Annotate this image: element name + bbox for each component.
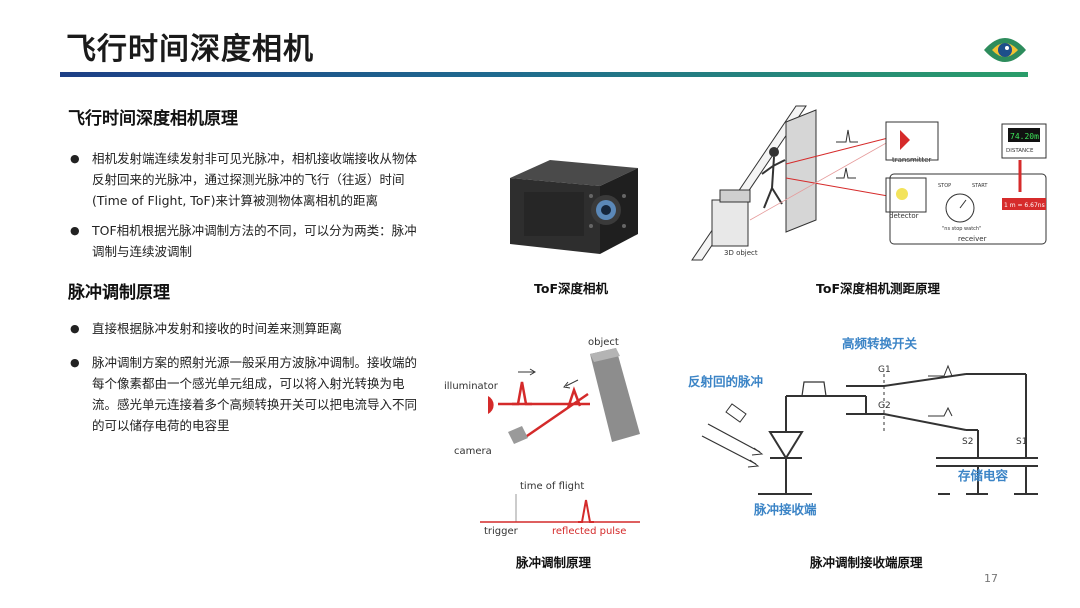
label-g2: G2 [878, 401, 891, 411]
bullet-text: 直接根据脉冲发射和接收的时间差来测算距离 [92, 321, 343, 336]
label-receiver: receiver [958, 235, 987, 243]
label-camera: camera [454, 446, 492, 457]
title-underline [60, 72, 1028, 77]
label-s1: S1 [1016, 437, 1027, 447]
label-g1: G1 [878, 365, 891, 375]
figure-caption-receiver: 脉冲调制接收端原理 [810, 555, 923, 570]
bullet-text: TOF相机根据光脉冲调制方法的不同，可以分为两类：脉冲调制与连续波调制 [92, 223, 417, 259]
tof-ranging-diagram: transmitter detector receiver STOP START… [691, 105, 1047, 261]
eye-logo-icon [984, 38, 1026, 62]
section-heading-principle: 飞行时间深度相机原理 [68, 109, 238, 129]
bullet-text: 脉冲调制方案的照射光源一般采用方波脉冲调制。接收端的每个像素都由一个感光单元组成… [92, 355, 418, 433]
section-heading-pulse: 脉冲调制原理 [68, 283, 170, 303]
label-detector: detector [889, 212, 919, 220]
display-distance-value: 74.20m [1010, 132, 1039, 141]
bullet-dot-icon: ● [70, 356, 80, 369]
bullet-item: ● 直接根据脉冲发射和接收的时间差来测算距离 [70, 318, 428, 339]
label-illuminator: illuminator [444, 381, 499, 392]
label-s2: S2 [962, 437, 973, 447]
label-watch: "ns stop watch" [942, 226, 981, 232]
label-reflected-pulse: reflected pulse [552, 526, 626, 537]
label-3d-object: 3D object [724, 249, 758, 257]
label-stop: STOP [938, 183, 951, 189]
label-object: object [588, 337, 619, 348]
label-conversion: 1 m = 6.67ns [1004, 202, 1045, 209]
bullet-item: ● TOF相机根据光脉冲调制方法的不同，可以分为两类：脉冲调制与连续波调制 [70, 220, 428, 262]
bullet-dot-icon: ● [70, 224, 80, 237]
label-time-of-flight: time of flight [520, 481, 584, 492]
label-trigger: trigger [484, 526, 519, 537]
bullet-dot-icon: ● [70, 322, 80, 335]
pulse-receiver-circuit-diagram: 高频转换开关 反射回的脉冲 G1 G2 S2 S1 存储电容 脉冲接收端 [688, 336, 1038, 517]
label-pulse-receiver: 脉冲接收端 [753, 502, 817, 517]
figure-caption-ranging: ToF深度相机测距原理 [816, 281, 940, 296]
pulse-modulation-diagram: object illuminator camera time of flight… [444, 337, 640, 537]
label-transmitter: transmitter [892, 156, 932, 164]
bullet-text: 相机发射端连续发射非可见光脉冲，相机接收端接收从物体反射回来的光脉冲，通过探测光… [92, 151, 418, 208]
page-number: 17 [984, 572, 998, 585]
bullet-item: ● 脉冲调制方案的照射光源一般采用方波脉冲调制。接收端的每个像素都由一个感光单元… [70, 352, 428, 436]
label-storage-capacitor: 存储电容 [957, 468, 1009, 483]
bullet-item: ● 相机发射端连续发射非可见光脉冲，相机接收端接收从物体反射回来的光脉冲，通过探… [70, 148, 428, 211]
tof-camera-illustration [510, 160, 638, 254]
label-distance: DISTANCE [1006, 148, 1034, 154]
label-high-freq-switch: 高频转换开关 [842, 336, 918, 351]
figure-caption-camera: ToF深度相机 [534, 281, 608, 296]
figure-caption-pulse: 脉冲调制原理 [516, 555, 592, 570]
page-title: 飞行时间深度相机 [66, 32, 314, 67]
label-reflected-pulse-cn: 反射回的脉冲 [688, 374, 763, 389]
bullet-dot-icon: ● [70, 152, 80, 165]
label-start: START [972, 183, 988, 189]
